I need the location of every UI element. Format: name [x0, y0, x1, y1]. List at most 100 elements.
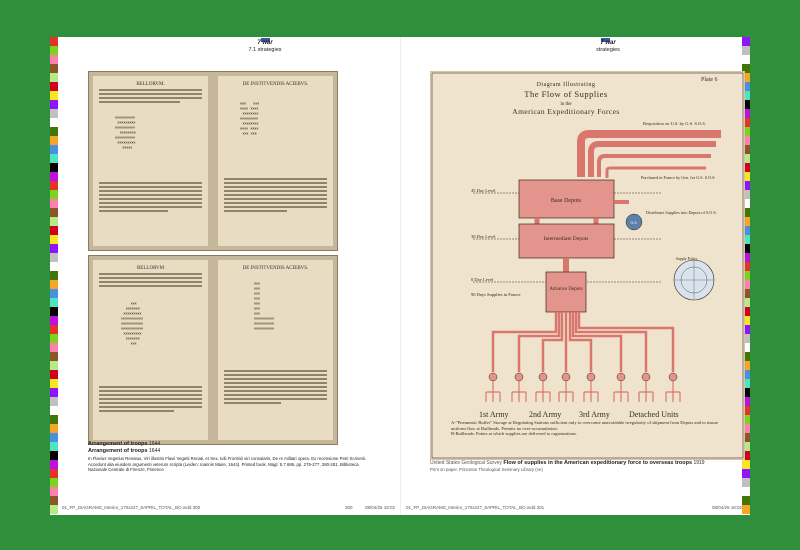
calibration-swatch: [50, 154, 58, 163]
army-3-label: 3rd Army: [579, 410, 610, 419]
calibration-swatch: [50, 217, 58, 226]
calibration-swatch: [742, 343, 750, 352]
calibration-swatch: [742, 370, 750, 379]
color-calibration-bar-right: [742, 37, 750, 514]
calibration-swatch: [50, 487, 58, 496]
book-page-right: DE INSTITVENDIS ACIEBVS. ⁎⁎⁎⁎⁎⁎⁎⁎⁎⁎⁎⁎⁎⁎⁎…: [217, 260, 333, 440]
calibration-swatch: [50, 172, 58, 181]
calibration-swatch: [742, 163, 750, 172]
advance-depots-tank: [545, 271, 587, 313]
level-45-label: 45 Day Level: [471, 188, 496, 193]
print-slug-left: 01_FP_DIAGRAMS_Interior_170x227_5APRIL_T…: [62, 505, 201, 510]
calibration-swatch: [742, 73, 750, 82]
calibration-swatch: [50, 361, 58, 370]
calibration-swatch: [50, 298, 58, 307]
calibration-swatch: [50, 91, 58, 100]
calibration-swatch: [50, 505, 58, 514]
calibration-swatch: [742, 469, 750, 478]
calibration-swatch: [742, 406, 750, 415]
intermediate-depots-label: Intermediate Depots: [544, 236, 589, 242]
caption-title-secondary: Arrangement of troops: [88, 447, 148, 454]
plate-title-line2: The Flow of Supplies: [524, 89, 607, 99]
calibration-swatch: [742, 298, 750, 307]
calibration-swatch: [50, 253, 58, 262]
advance-depots-label: Advance Depots: [549, 287, 582, 292]
print-date-left: 08/04/25 18:02: [364, 505, 395, 510]
calibration-swatch: [50, 235, 58, 244]
calibration-swatch: [50, 496, 58, 505]
calibration-swatch: [742, 496, 750, 505]
calibration-swatch: [742, 145, 750, 154]
calibration-swatch: [50, 271, 58, 280]
gs-label: G.S.: [630, 220, 637, 225]
caption-body: Print on paper. Princeton Theological Se…: [430, 466, 543, 472]
calibration-swatch: [742, 433, 750, 442]
book-page-heading: BELLORVM.: [136, 82, 165, 87]
book-photo-top: BELLORVM. ⁎⁎⁎⁎⁎⁎⁎⁎⁎⁎ ⁎⁎⁎⁎⁎⁎⁎⁎⁎⁎⁎⁎⁎⁎⁎⁎⁎⁎⁎…: [88, 71, 338, 251]
calibration-swatch: [50, 397, 58, 406]
calibration-swatch: [742, 217, 750, 226]
calibration-swatch: [50, 163, 58, 172]
troop-formation-figure: ⁎⁎⁎ ⁎⁎⁎⁎⁎⁎⁎ ⁎⁎⁎⁎⁎⁎⁎⁎⁎⁎⁎⁎⁎⁎⁎⁎⁎⁎⁎⁎⁎⁎⁎⁎⁎⁎⁎⁎…: [121, 300, 143, 345]
calibration-swatch: [742, 487, 750, 496]
calibration-swatch: [742, 415, 750, 424]
calibration-swatch: [742, 181, 750, 190]
requisition-label: Requisition on U.S. by G.S. S.O.S.: [643, 121, 706, 126]
calibration-swatch: [50, 46, 58, 55]
gs-valve: [625, 213, 643, 231]
calibration-swatch: [50, 181, 58, 190]
plate-title-line1: Diagram Illustrating: [537, 82, 596, 88]
book-spread: 7 war 7.1 strategies BELLORVM. ⁎⁎⁎⁎⁎⁎⁎⁎⁎…: [50, 37, 750, 515]
calibration-swatch: [742, 109, 750, 118]
calibration-swatch: [50, 352, 58, 361]
calibration-swatch: [742, 37, 750, 46]
days-supplies-label: 90 Days Supplies in France: [471, 292, 521, 297]
book-page-left: BELLORVM. ⁎⁎⁎⁎⁎⁎⁎⁎⁎⁎ ⁎⁎⁎⁎⁎⁎⁎⁎⁎⁎⁎⁎⁎⁎⁎⁎⁎⁎⁎…: [93, 76, 209, 246]
calibration-swatch: [742, 361, 750, 370]
calibration-swatch: [50, 451, 58, 460]
calibration-swatch: [50, 442, 58, 451]
gutter: [400, 37, 401, 515]
calibration-swatch: [50, 190, 58, 199]
calibration-swatch: [742, 442, 750, 451]
calibration-swatch: [742, 379, 750, 388]
calibration-swatch: [50, 55, 58, 64]
calibration-swatch: [50, 199, 58, 208]
calibration-swatch: [742, 199, 750, 208]
print-slug-right: 01_FP_DIAGRAMS_Interior_170x227_5APRIL_T…: [406, 505, 545, 510]
requisition-pipes: [577, 130, 721, 178]
army-1-label: 1st Army: [479, 410, 509, 419]
book-page-heading: DE INSTITVENDIS ACIEBVS.: [242, 266, 309, 271]
subchapter-title: 7.1 strategies: [248, 47, 282, 53]
calibration-swatch: [742, 136, 750, 145]
calibration-swatch: [742, 352, 750, 361]
folio-left: 300: [345, 505, 353, 510]
legend-a: A-"Pneumatic Buffer" Storage at Regulati…: [451, 420, 719, 431]
calibration-swatch: [742, 289, 750, 298]
calibration-swatch: [50, 424, 58, 433]
calibration-swatch: [50, 325, 58, 334]
calibration-swatch: [742, 316, 750, 325]
book-page-right: DE INSTITVENDIS ACIEBVS. ⁎⁎⁎ ⁎⁎⁎⁎⁎⁎⁎ ⁎⁎⁎…: [217, 76, 333, 246]
calibration-swatch: [50, 307, 58, 316]
calibration-swatch: [742, 64, 750, 73]
calibration-swatch: [742, 505, 750, 514]
level-30-label: 30 Day Level: [471, 234, 496, 239]
calibration-swatch: [742, 118, 750, 127]
distributes-label: Distributes Supplies into Depots of S.O.…: [646, 210, 717, 215]
calibration-swatch: [50, 118, 58, 127]
calibration-swatch: [50, 244, 58, 253]
regulating-stations: [488, 372, 678, 382]
color-calibration-bar-left: [50, 37, 58, 514]
plate-number: Plate 6: [701, 77, 718, 83]
base-depots-label: Base Depots: [551, 198, 582, 204]
book-page-left: BELLORVM ⁎⁎⁎ ⁎⁎⁎⁎⁎⁎⁎ ⁎⁎⁎⁎⁎⁎⁎⁎⁎⁎⁎⁎⁎⁎⁎⁎⁎⁎⁎…: [93, 260, 209, 440]
calibration-swatch: [742, 46, 750, 55]
army-2-label: 2nd Army: [529, 410, 561, 419]
calibration-swatch: [50, 127, 58, 136]
calibration-swatch: [742, 55, 750, 64]
railhead-branches: [485, 381, 681, 402]
calibration-swatch: [50, 343, 58, 352]
calibration-swatch: [742, 388, 750, 397]
calibration-swatch: [742, 460, 750, 469]
